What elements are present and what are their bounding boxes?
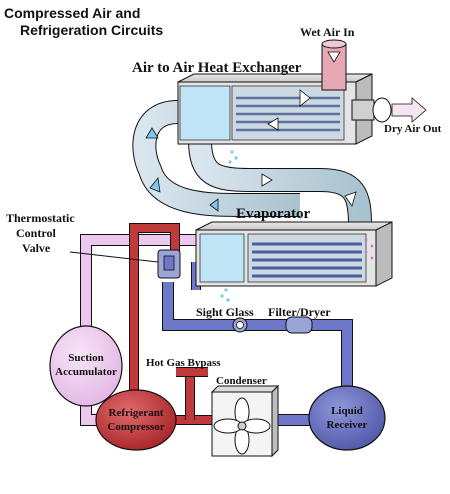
heat-exchanger-label: Air to Air Heat Exchanger	[132, 60, 302, 76]
refrigerant-compressor	[95, 389, 177, 451]
air-duct	[132, 100, 372, 226]
flow-arrow-icon	[391, 97, 427, 123]
fan-icon	[213, 397, 271, 455]
suction-label-2: Accumulator	[55, 366, 117, 378]
thermostatic-label-3: Valve	[22, 241, 51, 255]
suction-line	[80, 234, 202, 426]
flow-arrow-icon	[299, 89, 311, 107]
title-line-2: Refrigeration Circuits	[20, 22, 163, 38]
condenser	[210, 384, 280, 458]
flow-arrow-icon	[261, 173, 273, 187]
sight-glass-label: Sight Glass	[196, 305, 254, 319]
wet-air-inlet	[321, 39, 347, 91]
receiver-label-2: Receiver	[327, 419, 368, 431]
thermostatic-valve	[157, 249, 181, 279]
sight-glass	[232, 317, 248, 333]
flow-arrow-icon	[344, 191, 357, 207]
flow-arrow-icon	[209, 198, 219, 212]
flow-arrow-icon	[145, 127, 159, 139]
evaporator-label: Evaporator	[236, 206, 311, 222]
liquid-receiver	[308, 385, 386, 451]
condensate-drips	[220, 150, 238, 302]
thermostatic-label-2: Control	[16, 226, 56, 240]
suction-label-1: Suction	[68, 352, 103, 364]
filter-dryer	[285, 316, 313, 334]
hot-gas-bypass-label: Hot Gas Bypass	[146, 357, 221, 369]
compressor-label-2: Compressor	[107, 421, 164, 433]
title-line-1: Compressed Air and	[4, 5, 140, 21]
filter-dryer-label: Filter/Dryer	[268, 305, 331, 319]
receiver-label-1: Liquid	[331, 405, 363, 417]
evaporator	[195, 221, 393, 287]
flow-arrow-icon	[149, 177, 161, 193]
suction-accumulator	[49, 325, 123, 407]
thermostatic-label-1: Thermostatic	[6, 211, 75, 225]
condenser-label: Condenser	[216, 375, 267, 387]
dry-air-outlet	[372, 97, 427, 123]
flow-arrow-icon	[267, 117, 279, 131]
flow-arrow-icon	[327, 51, 341, 63]
heat-exchanger	[177, 73, 375, 145]
dry-air-out-label: Dry Air Out	[384, 123, 442, 135]
compressor-label-1: Refrigerant	[109, 407, 164, 419]
valve-pointer	[69, 251, 159, 263]
wet-air-in-label: Wet Air In	[300, 25, 355, 39]
